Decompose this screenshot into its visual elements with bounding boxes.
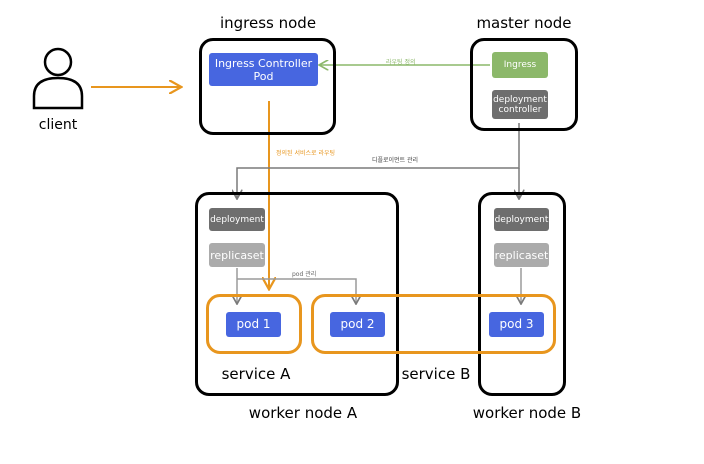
worker-node-a-title: worker node A bbox=[248, 404, 358, 422]
ingress-node-box bbox=[199, 38, 336, 135]
routing-definition-label: 라우팅 정의 bbox=[386, 59, 416, 66]
replicaset-a[interactable]: replicaset bbox=[209, 243, 265, 267]
deployment-a[interactable]: deployment bbox=[209, 208, 265, 231]
replicaset-b-label: replicaset bbox=[494, 248, 549, 262]
pod-3[interactable]: pod 3 bbox=[489, 312, 544, 337]
client-label: client bbox=[38, 117, 78, 133]
ingress-resource-label: Ingress bbox=[503, 60, 537, 70]
deployment-management-label: 디플로이먼트 관리 bbox=[372, 157, 419, 164]
ingress-resource[interactable]: Ingress bbox=[492, 52, 548, 78]
routing-to-service-label: 정의된 서비스로 라우팅 bbox=[276, 150, 336, 157]
replicaset-a-label: replicaset bbox=[210, 248, 264, 262]
master-node-title: master node bbox=[476, 14, 572, 32]
client-icon bbox=[30, 44, 86, 110]
master-node-box bbox=[470, 38, 578, 131]
pod-3-label: pod 3 bbox=[499, 317, 534, 331]
replicaset-b[interactable]: replicaset bbox=[494, 243, 549, 267]
deployment-a-label: deployment bbox=[210, 214, 264, 225]
pod-management-label: pod 관리 bbox=[292, 271, 317, 278]
pod-2[interactable]: pod 2 bbox=[330, 312, 385, 337]
deployment-controller[interactable]: deployment controller bbox=[492, 90, 548, 119]
deployment-b-label: deployment bbox=[494, 214, 549, 225]
service-a-group bbox=[206, 294, 302, 354]
pod-2-label: pod 2 bbox=[340, 317, 375, 331]
worker-node-b-title: worker node B bbox=[472, 404, 582, 422]
service-b-group bbox=[311, 294, 556, 354]
ingress-controller-pod[interactable]: Ingress Controller Pod bbox=[209, 53, 318, 86]
deployment-management-arrow-a bbox=[237, 123, 520, 198]
ingress-controller-pod-label: Ingress Controller Pod bbox=[214, 56, 313, 83]
pod-1[interactable]: pod 1 bbox=[226, 312, 281, 337]
service-a-label: service A bbox=[221, 365, 291, 383]
deployment-b[interactable]: deployment bbox=[494, 208, 549, 231]
pod-1-label: pod 1 bbox=[236, 317, 271, 331]
ingress-node-title: ingress node bbox=[219, 14, 317, 32]
service-b-label: service B bbox=[401, 365, 471, 383]
deployment-controller-label: deployment controller bbox=[493, 94, 547, 115]
